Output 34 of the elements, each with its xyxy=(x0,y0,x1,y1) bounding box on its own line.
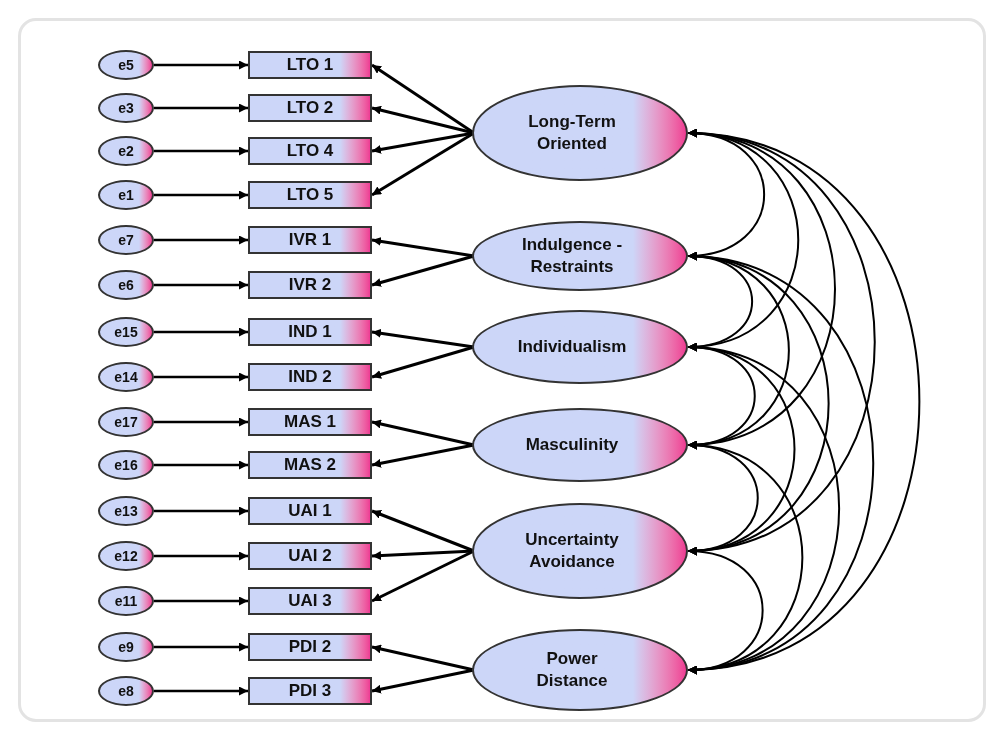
arrow xyxy=(154,280,248,290)
indicator-box: LTO 4 xyxy=(248,137,372,165)
indicator-box: PDI 2 xyxy=(248,633,372,661)
indicator-box: MAS 1 xyxy=(248,408,372,436)
covariance-arrow xyxy=(687,441,804,674)
arrow xyxy=(154,146,248,156)
indicator-box: PDI 3 xyxy=(248,677,372,705)
indicator-box: UAI 3 xyxy=(248,587,372,615)
arrow xyxy=(154,551,248,561)
arrow xyxy=(154,642,248,652)
indicator-box: UAI 2 xyxy=(248,542,372,570)
covariance-arrow xyxy=(687,252,875,674)
indicator-box: IVR 1 xyxy=(248,226,372,254)
arrow xyxy=(154,235,248,245)
arrow xyxy=(154,60,248,70)
arrow xyxy=(154,372,248,382)
arrow xyxy=(154,686,248,696)
arrow xyxy=(154,417,248,427)
indicator-box: LTO 2 xyxy=(248,94,372,122)
indicator-box: UAI 1 xyxy=(248,497,372,525)
arrow xyxy=(154,190,248,200)
indicator-box: LTO 5 xyxy=(248,181,372,209)
arrow xyxy=(154,506,248,516)
indicator-box: LTO 1 xyxy=(248,51,372,79)
covariance-arrow xyxy=(687,343,841,674)
indicator-box: MAS 2 xyxy=(248,451,372,479)
covariance-arrow xyxy=(687,547,764,674)
indicator-box: IND 2 xyxy=(248,363,372,391)
arrow xyxy=(154,103,248,113)
arrow xyxy=(154,596,248,606)
arrow xyxy=(154,460,248,470)
indicator-box: IVR 2 xyxy=(248,271,372,299)
arrow xyxy=(154,327,248,337)
indicator-box: IND 1 xyxy=(248,318,372,346)
